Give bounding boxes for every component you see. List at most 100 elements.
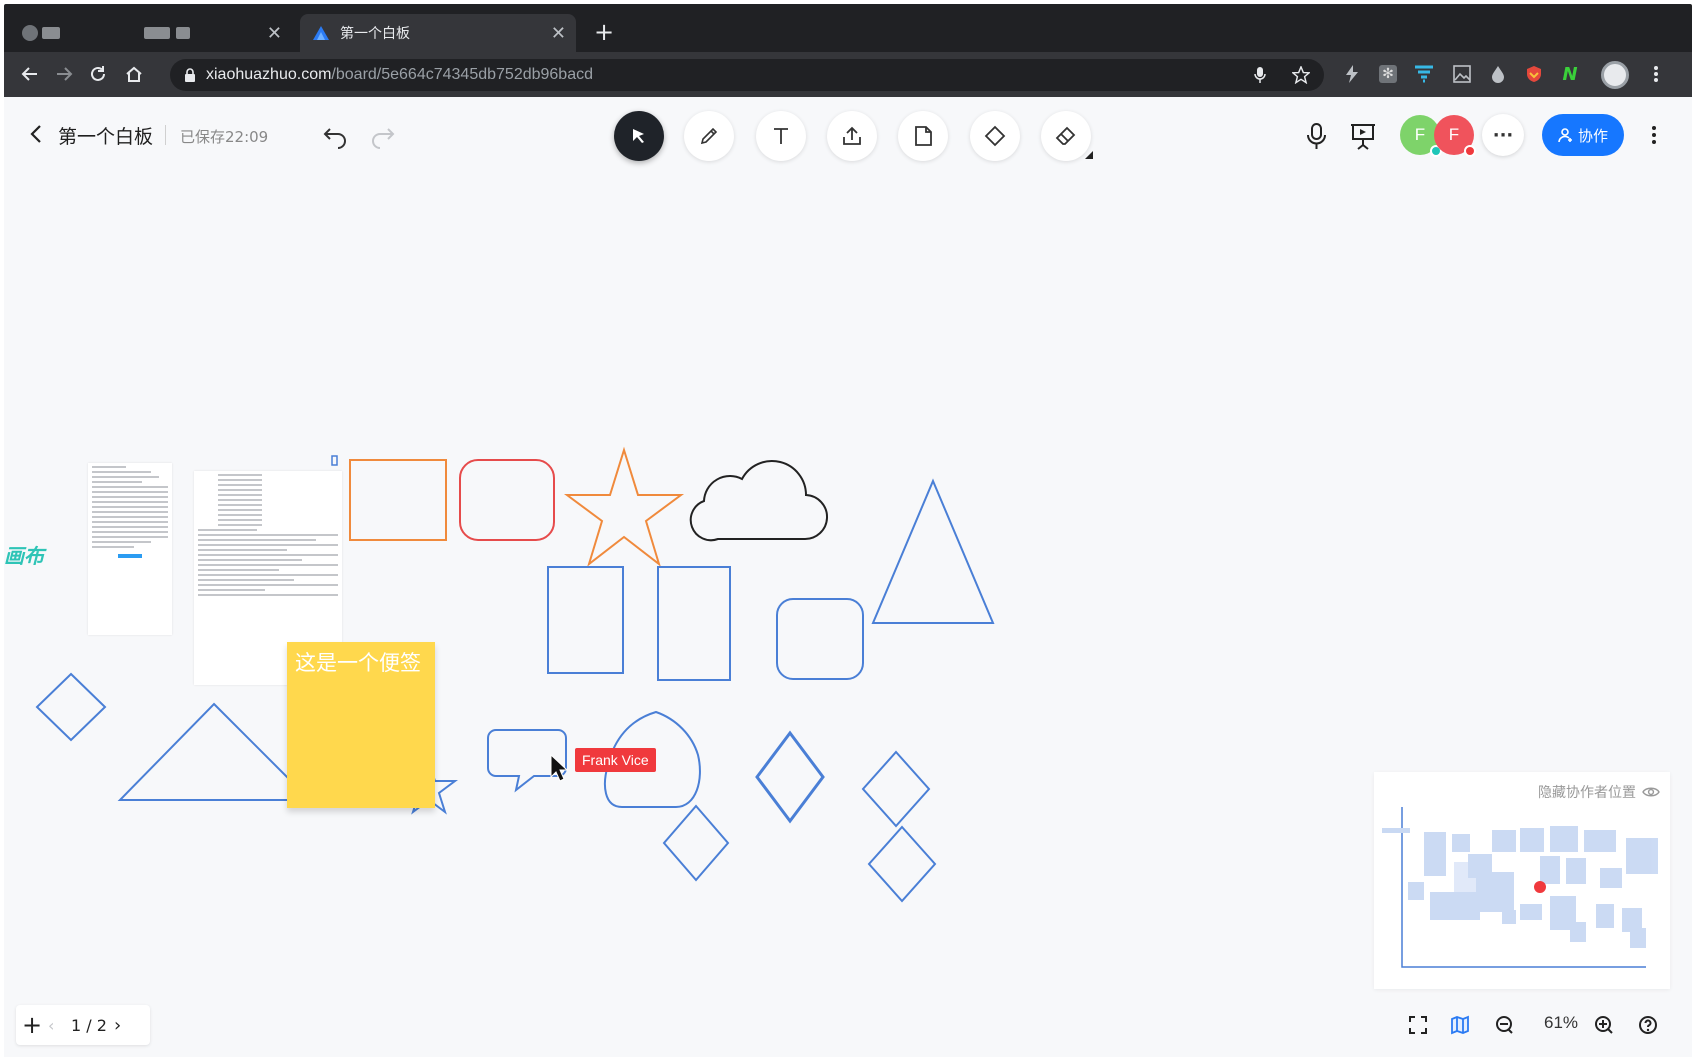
upload-icon: [843, 126, 861, 145]
blue-diamond[interactable]: [662, 804, 730, 882]
fullscreen-icon[interactable]: [1406, 1013, 1430, 1037]
selection-handle[interactable]: [331, 455, 338, 466]
hide-collaborator-positions-toggle[interactable]: 隐藏协作者位置: [1538, 782, 1660, 802]
tab-title-placeholder: [176, 27, 190, 39]
cursor-icon: [633, 129, 644, 143]
pen-icon: [700, 127, 718, 145]
more-collaborators-button[interactable]: ···: [1482, 114, 1524, 156]
app-header: 第一个白板 已保存22:09: [4, 97, 1692, 175]
back-arrow-icon[interactable]: [26, 123, 48, 145]
zoom-in-icon[interactable]: [1592, 1013, 1616, 1037]
tab-title-placeholder: [42, 27, 60, 39]
lock-icon: [185, 68, 195, 82]
blue-triangle-tall[interactable]: [871, 478, 995, 624]
image-extension-icon[interactable]: [1452, 64, 1472, 84]
url-path: /board/5e664c74345db752db96bacd: [331, 66, 593, 83]
note-icon: [915, 126, 932, 146]
note-tool-button[interactable]: [898, 111, 948, 161]
blue-diamond[interactable]: [35, 672, 107, 742]
text-icon: [774, 128, 788, 144]
minimap-preview: [1382, 807, 1658, 968]
redo-icon[interactable]: [368, 121, 396, 149]
status-dot: [1464, 145, 1476, 157]
next-page-icon[interactable]: ›: [114, 1014, 122, 1036]
browser-tab-active[interactable]: 第一个白板 ✕: [300, 14, 576, 52]
sticky-note[interactable]: 这是一个便签: [287, 642, 435, 808]
minimap-toggle-label: 隐藏协作者位置: [1538, 785, 1636, 801]
browser-tab-inactive[interactable]: ✕: [10, 14, 292, 52]
reload-icon[interactable]: [84, 60, 112, 88]
more-tools-indicator[interactable]: [1085, 151, 1093, 159]
document-thumbnail[interactable]: [88, 463, 172, 635]
collaborator-avatar[interactable]: F: [1434, 115, 1476, 157]
tab-title: 第一个白板: [340, 26, 410, 42]
forward-icon[interactable]: [50, 60, 78, 88]
orange-star[interactable]: [563, 446, 685, 567]
blue-diamond[interactable]: [861, 750, 931, 828]
minimap[interactable]: 隐藏协作者位置: [1374, 772, 1670, 989]
help-icon[interactable]: [1636, 1013, 1660, 1037]
cloud-shape[interactable]: [689, 460, 828, 542]
address-bar[interactable]: xiaohuazhuo.com/board/5e664c74345db752db…: [170, 59, 1324, 91]
url-host: xiaohuazhuo.com: [206, 66, 332, 83]
zoom-out-icon[interactable]: [1492, 1013, 1516, 1037]
minimap-toggle-icon[interactable]: [1448, 1013, 1472, 1037]
collaborator-avatar[interactable]: F: [1400, 115, 1442, 157]
collaborate-label: 协作: [1577, 126, 1608, 145]
home-icon[interactable]: [120, 60, 148, 88]
board-title[interactable]: 第一个白板: [58, 126, 154, 148]
microphone-icon[interactable]: [1302, 121, 1332, 151]
prev-page-icon[interactable]: ‹: [48, 1015, 55, 1035]
eraser-icon: [1055, 126, 1076, 145]
more-menu-icon[interactable]: [1644, 121, 1664, 149]
blue-blob-shape[interactable]: [604, 710, 701, 808]
shape-tool-button[interactable]: [970, 111, 1020, 161]
shield-extension-icon[interactable]: [1524, 64, 1544, 84]
asterisk-extension-icon[interactable]: ✻: [1378, 64, 1398, 84]
filter-extension-icon[interactable]: [1414, 64, 1434, 84]
page-indicator: 1 / 2: [71, 1015, 107, 1035]
profile-avatar-icon[interactable]: [1600, 60, 1630, 90]
zoom-level: 61%: [1544, 1013, 1579, 1032]
tab-title-placeholder: [144, 27, 170, 39]
back-icon[interactable]: [16, 60, 44, 88]
avatar-initial: F: [1414, 125, 1426, 144]
select-tool-button[interactable]: [614, 111, 664, 161]
whiteboard-canvas[interactable]: 画布 这是一个便签 Frank Vice: [4, 175, 1692, 1057]
blue-rounded-square[interactable]: [776, 598, 864, 680]
presentation-icon[interactable]: [1348, 121, 1378, 151]
orange-rectangle[interactable]: [349, 459, 447, 541]
favicon-icon: [313, 26, 329, 40]
close-tab-icon[interactable]: ✕: [266, 22, 282, 44]
blue-rectangle[interactable]: [657, 566, 731, 681]
eraser-tool-button[interactable]: [1041, 111, 1091, 161]
whiteboard-app: 第一个白板 已保存22:09: [4, 97, 1692, 1057]
blue-diamond[interactable]: [755, 730, 825, 824]
new-tab-button[interactable]: +: [594, 18, 615, 46]
browser-chrome: ✕ 第一个白板 ✕ + xiaohuazhuo.com/board/5e664c…: [4, 4, 1692, 97]
remote-cursor-label: Frank Vice: [575, 748, 656, 772]
save-status: 已保存22:09: [180, 128, 269, 146]
eye-icon: [1642, 787, 1660, 797]
user-add-icon: [1558, 128, 1572, 143]
blue-triangle-wide[interactable]: [117, 702, 313, 801]
text-tool-button[interactable]: [756, 111, 806, 161]
undo-icon[interactable]: [322, 121, 350, 149]
add-page-button[interactable]: +: [21, 1011, 43, 1039]
bookmark-star-icon[interactable]: [1292, 66, 1310, 84]
upload-tool-button[interactable]: [827, 111, 877, 161]
mic-icon[interactable]: [1254, 66, 1266, 84]
close-tab-icon[interactable]: ✕: [550, 22, 566, 44]
blue-diamond[interactable]: [867, 825, 937, 903]
drop-extension-icon[interactable]: [1488, 64, 1508, 84]
n-extension-icon[interactable]: N: [1562, 63, 1578, 85]
globe-icon: [22, 25, 38, 41]
blue-rectangle[interactable]: [547, 566, 624, 674]
lightning-extension-icon[interactable]: [1342, 64, 1362, 84]
remote-cursor-icon: [550, 754, 569, 782]
browser-menu-icon[interactable]: [1646, 64, 1666, 84]
collaborate-button[interactable]: 协作: [1542, 114, 1624, 156]
red-rounded-rectangle[interactable]: [459, 459, 555, 541]
speech-bubble[interactable]: [487, 729, 567, 793]
pen-tool-button[interactable]: [684, 111, 734, 161]
